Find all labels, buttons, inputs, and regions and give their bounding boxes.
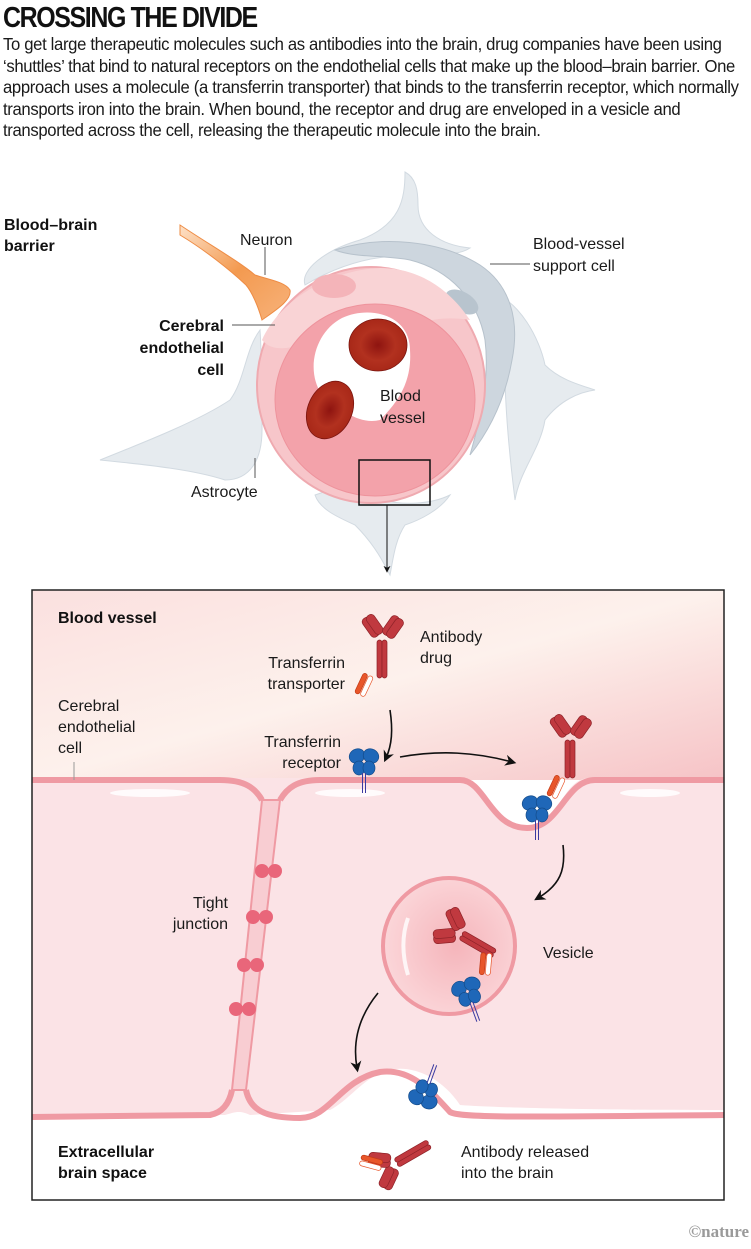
neuron-shape (179, 224, 291, 321)
intro-paragraph: To get large therapeutic molecules such … (3, 34, 739, 141)
label-detail-blood-vessel: Blood vessel (58, 610, 157, 627)
arrow-to-vesicle (534, 844, 565, 901)
arrow-bind (383, 709, 394, 763)
red-blood-cell (305, 380, 355, 440)
detail-panel (31, 589, 725, 1201)
figure-title: CROSSING THE DIVIDE (3, 2, 258, 34)
apical-membrane (32, 777, 724, 832)
red-blood-cell (348, 318, 408, 372)
basal-membrane (31, 1068, 725, 1122)
label-neuron: Neuron (240, 232, 292, 249)
arrow-to-membrane (399, 752, 517, 766)
tight-junction-dots (229, 864, 282, 1016)
label-astrocyte: Astrocyte (191, 484, 258, 501)
arrow-release (350, 992, 379, 1073)
nature-credit: ©nature (688, 1222, 749, 1241)
label-vesicle: Vesicle (543, 945, 594, 962)
vesicle (381, 876, 517, 1016)
overview-illustration (99, 171, 596, 577)
endothelial-cytoplasm (32, 778, 724, 1115)
inset-box (358, 459, 431, 506)
support-cell-shape (333, 241, 516, 456)
